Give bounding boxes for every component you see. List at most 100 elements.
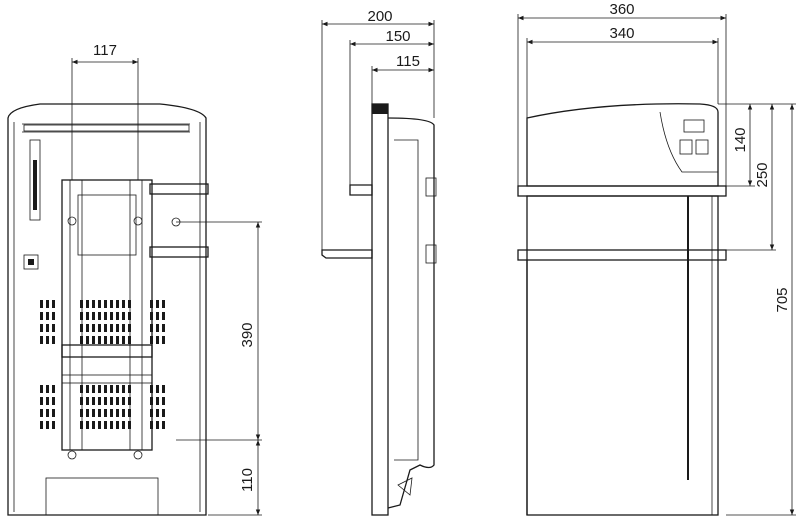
vent-slot <box>156 385 159 393</box>
front-base <box>45 477 159 516</box>
vent-slot <box>40 409 43 417</box>
vent-slot <box>116 324 119 332</box>
vent-slot <box>80 397 83 405</box>
vent-slot <box>86 336 89 344</box>
dim-110-label: 110 <box>239 468 256 492</box>
vent-slot <box>80 409 83 417</box>
vent-slot <box>46 336 49 344</box>
vent-slot <box>40 385 43 393</box>
vent-slot <box>86 312 89 320</box>
vent-slot <box>122 300 125 308</box>
vent-slot <box>162 385 165 393</box>
vent-slot <box>52 300 55 308</box>
vent-slot <box>156 336 159 344</box>
vent-slot <box>122 324 125 332</box>
vent-slot <box>156 324 159 332</box>
dim-705-label: 705 <box>774 287 791 312</box>
vent-slot <box>92 312 95 320</box>
vent-slot <box>116 421 119 429</box>
vent-slot <box>128 312 131 320</box>
vent-slot <box>156 397 159 405</box>
rear-upper-rail <box>517 185 727 197</box>
button-left <box>679 139 693 155</box>
dim-250-label: 250 <box>754 162 771 187</box>
vent-slot <box>162 336 165 344</box>
vent-slot <box>98 421 101 429</box>
vent-slot <box>92 409 95 417</box>
vent-slot <box>46 397 49 405</box>
dim-140-label: 140 <box>732 127 749 152</box>
vent-slot <box>52 421 55 429</box>
vent-slot <box>52 409 55 417</box>
dim-340-label: 340 <box>609 25 634 42</box>
vent-slot <box>80 324 83 332</box>
vent-slot <box>98 300 101 308</box>
vent-slot <box>98 336 101 344</box>
vent-slot <box>128 409 131 417</box>
vent-slot <box>46 312 49 320</box>
vent-slot <box>46 385 49 393</box>
vent-slot <box>116 385 119 393</box>
vent-slot <box>52 385 55 393</box>
vent-slot <box>40 324 43 332</box>
vent-slot <box>116 409 119 417</box>
vent-slot <box>46 324 49 332</box>
side-view: 200 150 115 <box>321 8 437 516</box>
vent-slot <box>162 300 165 308</box>
vent-slot <box>156 300 159 308</box>
vent-slot <box>86 421 89 429</box>
vent-slot <box>40 336 43 344</box>
vent-slot <box>104 336 107 344</box>
vent-slot <box>92 385 95 393</box>
vent-slot <box>80 421 83 429</box>
vent-slot <box>110 300 113 308</box>
vent-slot <box>86 385 89 393</box>
vent-slot <box>162 324 165 332</box>
vent-slot <box>104 421 107 429</box>
vent-slot <box>52 397 55 405</box>
vent-slot <box>110 312 113 320</box>
dim-115-label: 115 <box>396 53 420 70</box>
vent-slot <box>86 300 89 308</box>
lower-rail <box>149 246 209 258</box>
vent-slot <box>52 312 55 320</box>
dim-360-label: 360 <box>609 1 634 18</box>
vent-slot <box>128 324 131 332</box>
vent-slot <box>156 409 159 417</box>
vent-slot <box>86 397 89 405</box>
vent-slot <box>46 409 49 417</box>
vent-slot <box>92 336 95 344</box>
vent-slot <box>110 385 113 393</box>
vent-slot <box>116 336 119 344</box>
top-vent-strip <box>23 124 190 132</box>
vent-slot <box>104 324 107 332</box>
vent-slot <box>116 397 119 405</box>
vent-slot <box>116 312 119 320</box>
upper-rail <box>149 183 209 195</box>
vent-slot <box>128 336 131 344</box>
vent-slot <box>86 324 89 332</box>
dim-117-label: 117 <box>93 42 117 59</box>
button-right <box>695 139 709 155</box>
vent-slot <box>80 300 83 308</box>
vent-slot <box>104 300 107 308</box>
vent-slot <box>40 421 43 429</box>
power-switch <box>23 254 39 270</box>
vent-slot <box>98 385 101 393</box>
vent-slot <box>128 300 131 308</box>
vent-slot <box>52 336 55 344</box>
vent-slot <box>52 324 55 332</box>
vent-slot <box>162 421 165 429</box>
vent-slot <box>40 397 43 405</box>
wall-bracket <box>61 179 153 460</box>
vent-slot <box>46 300 49 308</box>
vent-slot <box>46 421 49 429</box>
vent-slot <box>110 421 113 429</box>
vent-slot <box>110 336 113 344</box>
vent-slot <box>128 397 131 405</box>
vent-slot <box>110 409 113 417</box>
vent-slot <box>122 397 125 405</box>
vent-slot <box>40 300 43 308</box>
vent-slot <box>122 421 125 429</box>
